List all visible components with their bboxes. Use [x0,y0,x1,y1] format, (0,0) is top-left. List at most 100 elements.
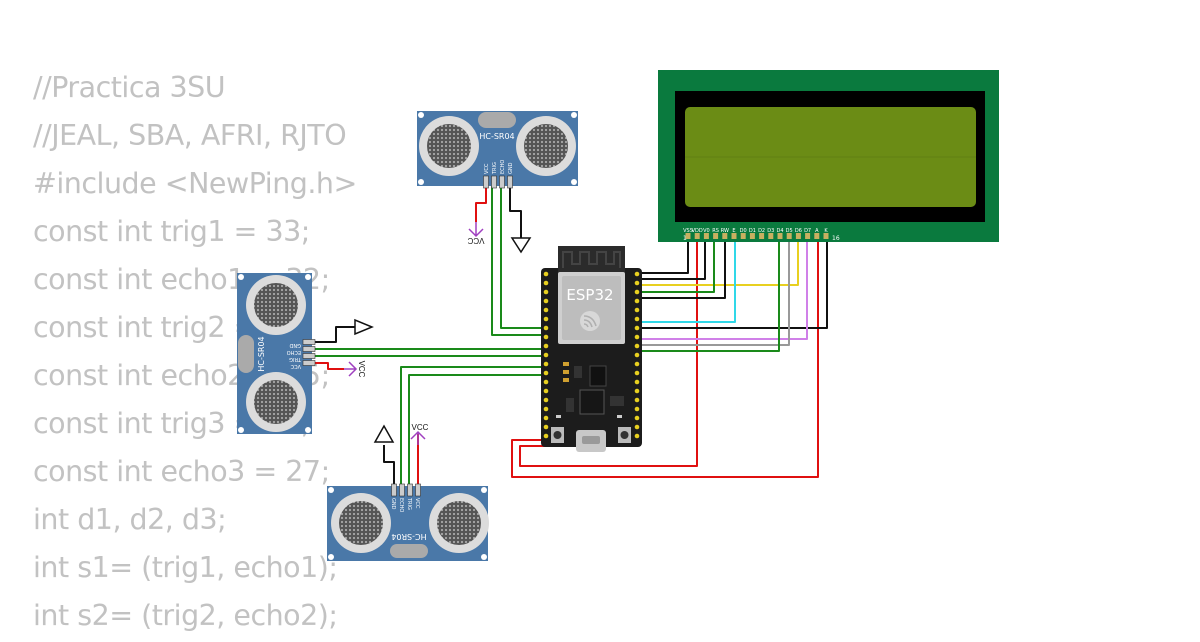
esp32-pin-right [634,307,640,313]
sensor-pin [302,346,316,352]
sensor-pin-label: VCC [484,163,490,174]
lcd-pin-last: 16 [832,235,840,242]
lcd-pin-label: E [732,228,735,234]
sensor-pin [391,483,397,497]
code-line: int s1= (trig1, echo1); [33,551,338,584]
esp32-pin-left [543,325,549,331]
esp32-pin-left [543,334,549,340]
code-line: const int trig1 = 33; [33,215,310,248]
esp32-pin-right [634,424,640,430]
lcd-pin-label: A [815,228,819,234]
code-line: #include <NewPing.h> [33,167,357,200]
esp32-pin-right [634,298,640,304]
vcc-label-top: VCC [467,236,484,245]
lcd-pin-label: K [824,228,828,234]
lcd-pin-label: D2 [758,228,765,234]
espressif-logo-icon [580,311,600,331]
lcd-pin-label: RS [712,228,719,234]
wire-bottom-gnd [383,445,395,487]
lcd-pin [722,233,728,239]
code-line: const int echo3 = 27; [33,455,330,488]
sensor-pin-label: TRIG [289,356,302,362]
esp32-pin-right [634,370,640,376]
code-line: //JEAL, SBA, AFRI, RJTO [33,119,347,152]
esp32-pin-left [543,280,549,286]
esp32-pin-left [543,316,549,322]
esp32-pin-headers [543,271,640,439]
esp32-pin-left [543,415,549,421]
wire-top-vcc [475,185,487,222]
wire-power-red-2 [519,237,698,467]
lcd-pin-label: D6 [795,228,802,234]
lcd-pin [786,233,792,239]
lcd-pin-label: D7 [804,228,811,234]
vcc-label-bottom: VCC [412,423,429,432]
wire-lcd-rs [637,237,799,286]
esp32-pin-right [634,325,640,331]
lcd-pin-label: RW [721,228,729,234]
esp32-pin-left [543,361,549,367]
wire-lcd-v0 [637,237,706,280]
lcd-pin [731,233,737,239]
wire-lcd-k [637,237,828,329]
lcd-pin-label: D0 [740,228,747,234]
esp32-pin-left [543,343,549,349]
esp32-pin-left [543,433,549,439]
sensor-pin [491,175,497,189]
esp32-pin-left [543,370,549,376]
en-button [551,427,564,443]
sensor-pin [302,339,316,345]
wire-lcd-d7 [637,237,808,340]
esp32-pin-right [634,271,640,277]
sensor-pin-label: TRIG [406,497,412,510]
esp32-label: ESP32 [566,286,613,304]
ground-symbol-bottom [373,424,395,443]
sensor-pin-label: ECHO [500,160,506,174]
wire-lcd-d5 [637,237,780,352]
esp32-pin-right [634,361,640,367]
code-line: int s2= (trig2, echo2); [33,599,338,632]
wire-bottom-trig [400,366,548,487]
sensor-pin-label: GND [508,162,514,174]
wire-top-echo [500,185,548,329]
sensor-pin-label: GND [390,498,396,510]
wire-lcd-e [637,237,736,323]
esp32-pin-right [634,316,640,322]
wire-top-gnd [509,185,522,238]
lcd-pin-label: D1 [749,228,756,234]
esp32-pin-left [543,352,549,358]
esp32-pin-left [543,424,549,430]
lcd-pin [703,233,709,239]
sensor-pin [415,483,421,497]
ground-symbol-left [354,318,374,336]
sensor-pin [507,175,513,189]
esp32-pin-right [634,343,640,349]
lcd-pin-label: VSS [683,228,693,234]
sensor-pin-label: VCC [414,498,420,509]
vcc-symbol-top: VCC [467,222,484,245]
lcd-pin [795,233,801,239]
esp32-pin-right [634,352,640,358]
lcd-pin-label: V0 [703,228,710,234]
esp32-pin-left [543,307,549,313]
boot-button [618,427,631,443]
wire-top-trig [491,185,548,336]
wire-lcd-vss [637,237,689,274]
esp32-pin-right [634,406,640,412]
lcd-pin [777,233,783,239]
esp32-pin-right [634,388,640,394]
wire-lcd-vdd [637,237,726,299]
esp32-board: ESP32 [541,246,642,452]
esp32-pin-right [634,433,640,439]
wire-bottom-echo [408,374,548,487]
wire-lcd-rw [637,237,715,293]
sensor-pin-label: TRIG [492,162,498,175]
vcc-symbol-bottom: VCC [410,423,429,445]
esp32-pin-right [634,415,640,421]
code-line: //Practica 3SU [33,71,226,104]
